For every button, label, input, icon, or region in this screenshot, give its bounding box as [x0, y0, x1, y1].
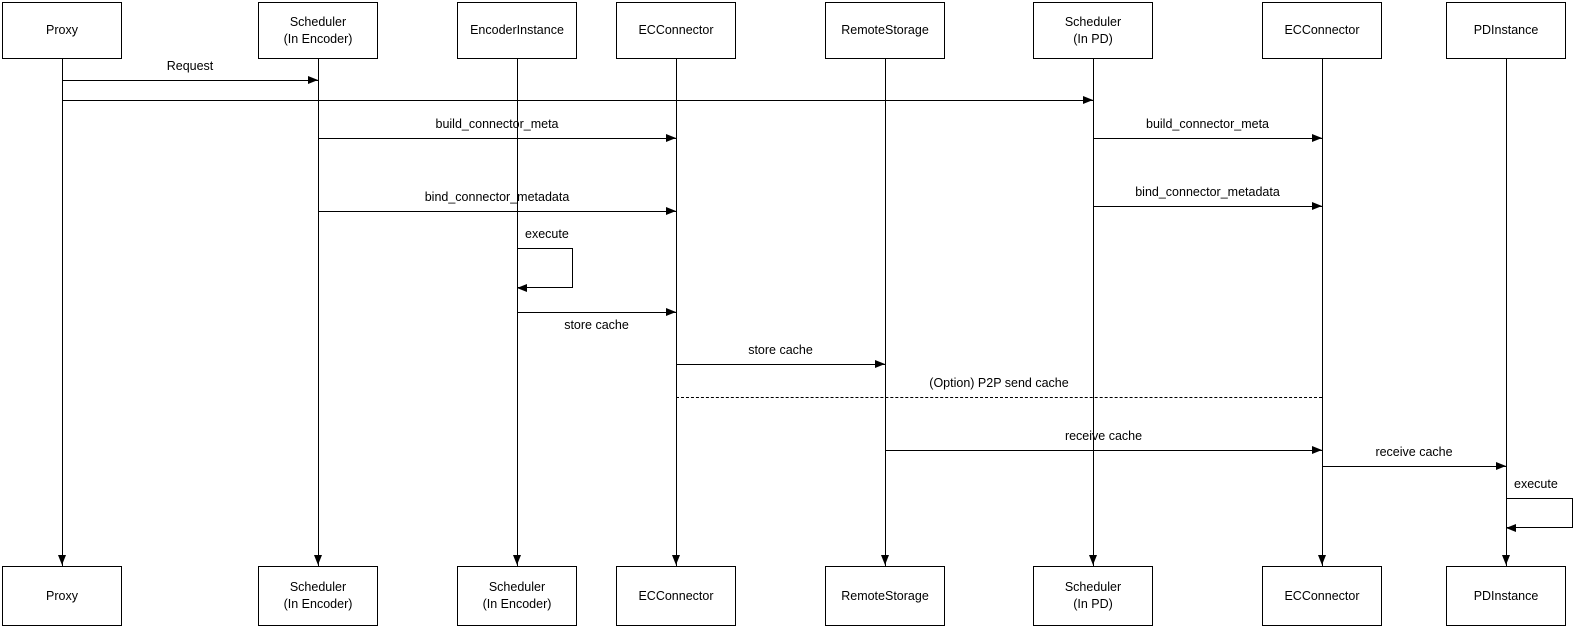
- participant-bottom-label-remote: RemoteStorage: [841, 588, 929, 603]
- message-arrowhead-m6: [1312, 202, 1322, 210]
- message-line-m1: [62, 80, 318, 81]
- message-label-m10: receive cache: [1064, 429, 1143, 443]
- lifeline-end-arrow-remote: [881, 555, 889, 565]
- participant-bottom-label-sched_enc: Scheduler: [289, 580, 347, 595]
- lifeline-end-arrow-proxy: [58, 555, 66, 565]
- lifeline-pd_inst: [1506, 59, 1507, 566]
- participant-top-ec_left: ECConnector: [616, 2, 736, 59]
- participant-bottom-encoder_inst: Scheduler (In Encoder): [457, 566, 577, 626]
- lifeline-end-arrow-ec_right: [1318, 555, 1326, 565]
- self-message-loop-s2: [1506, 498, 1573, 528]
- message-line-m3: [318, 138, 676, 139]
- participant-top-remote: RemoteStorage: [825, 2, 945, 59]
- participant-bottom-label-ec_left: ECConnector: [638, 588, 714, 603]
- participant-bottom-sublabel-encoder_inst: (In Encoder): [482, 597, 552, 611]
- message-arrowhead-m1: [308, 76, 318, 84]
- message-label-m9: (Option) P2P send cache: [929, 376, 1069, 390]
- self-message-label-s1: execute: [525, 227, 569, 241]
- message-label-m3: build_connector_meta: [435, 117, 559, 131]
- message-arrowhead-m3: [666, 134, 676, 142]
- lifeline-ec_left: [676, 59, 677, 566]
- message-line-m6: [1093, 206, 1322, 207]
- participant-bottom-sublabel-sched_enc: (In Encoder): [283, 597, 353, 611]
- lifeline-sched_enc: [318, 59, 319, 566]
- participant-bottom-label-ec_right: ECConnector: [1284, 588, 1360, 603]
- participant-bottom-label-sched_pd: Scheduler: [1064, 580, 1122, 595]
- message-label-m1: Request: [166, 59, 214, 73]
- participant-top-label-proxy: Proxy: [46, 23, 78, 38]
- participant-top-label-ec_right: ECConnector: [1284, 23, 1360, 38]
- lifeline-proxy: [62, 59, 63, 566]
- participant-top-sublabel-sched_enc: (In Encoder): [283, 31, 353, 46]
- message-label-m7: store cache: [564, 318, 629, 332]
- self-message-arrowhead-s1: [517, 284, 527, 292]
- participant-top-ec_right: ECConnector: [1262, 2, 1382, 59]
- message-arrowhead-m10: [1312, 446, 1322, 454]
- participant-bottom-ec_right: ECConnector: [1262, 566, 1382, 626]
- participant-top-label-remote: RemoteStorage: [841, 23, 929, 38]
- lifeline-end-arrow-encoder_inst: [513, 555, 521, 565]
- message-line-m4: [1093, 138, 1322, 139]
- lifeline-sched_pd: [1093, 59, 1094, 566]
- participant-top-label-pd_inst: PDInstance: [1473, 23, 1539, 38]
- self-message-arrowhead-s2: [1506, 524, 1516, 532]
- participant-bottom-pd_inst: PDInstance: [1446, 566, 1566, 626]
- participant-top-label-ec_left: ECConnector: [638, 23, 714, 38]
- message-arrowhead-m4: [1312, 134, 1322, 142]
- message-arrowhead-m11: [1496, 462, 1506, 470]
- message-arrowhead-m7: [666, 308, 676, 316]
- participant-top-label-sched_enc: Scheduler: [289, 14, 347, 29]
- message-arrowhead-m8: [875, 360, 885, 368]
- message-line-m11: [1322, 466, 1506, 467]
- message-label-m5: bind_connector_metadata: [424, 190, 570, 204]
- participant-bottom-label-encoder_inst: Scheduler: [488, 580, 546, 595]
- message-line-m10: [885, 450, 1322, 451]
- participant-bottom-proxy: Proxy: [2, 566, 122, 626]
- participant-top-label-encoder_inst: EncoderInstance: [470, 23, 564, 38]
- lifeline-end-arrow-ec_left: [672, 555, 680, 565]
- participant-bottom-ec_left: ECConnector: [616, 566, 736, 626]
- self-message-loop-s1: [517, 248, 573, 288]
- lifeline-remote: [885, 59, 886, 566]
- participant-top-proxy: Proxy: [2, 2, 122, 59]
- participant-top-sched_enc: Scheduler (In Encoder): [258, 2, 378, 59]
- participant-top-sched_pd: Scheduler (In PD): [1033, 2, 1153, 59]
- message-arrowhead-m2: [1083, 96, 1093, 104]
- participant-bottom-sched_enc: Scheduler (In Encoder): [258, 566, 378, 626]
- message-line-m5: [318, 211, 676, 212]
- participant-top-sublabel-sched_pd: (In PD): [1073, 31, 1113, 46]
- participant-bottom-label-pd_inst: PDInstance: [1473, 588, 1539, 603]
- message-line-m8: [676, 364, 885, 365]
- message-label-m8: store cache: [748, 343, 813, 357]
- message-label-m6: bind_connector_metadata: [1135, 185, 1280, 199]
- message-label-m4: build_connector_meta: [1146, 117, 1269, 131]
- participant-top-pd_inst: PDInstance: [1446, 2, 1566, 59]
- participant-top-label-sched_pd: Scheduler: [1064, 14, 1122, 29]
- participant-bottom-label-proxy: Proxy: [46, 588, 78, 603]
- message-label-m11: receive cache: [1375, 445, 1453, 459]
- lifeline-end-arrow-sched_enc: [314, 555, 322, 565]
- message-line-m9: [676, 397, 1322, 398]
- self-message-label-s2: execute: [1514, 477, 1558, 491]
- message-line-m7: [517, 312, 676, 313]
- lifeline-end-arrow-sched_pd: [1089, 555, 1097, 565]
- lifeline-end-arrow-pd_inst: [1502, 555, 1510, 565]
- participant-bottom-sublabel-sched_pd: (In PD): [1073, 597, 1113, 611]
- lifeline-ec_right: [1322, 59, 1323, 566]
- message-arrowhead-m5: [666, 207, 676, 215]
- participant-bottom-sched_pd: Scheduler (In PD): [1033, 566, 1153, 626]
- participant-top-encoder_inst: EncoderInstance: [457, 2, 577, 59]
- participant-bottom-remote: RemoteStorage: [825, 566, 945, 626]
- message-line-m2: [62, 100, 1093, 101]
